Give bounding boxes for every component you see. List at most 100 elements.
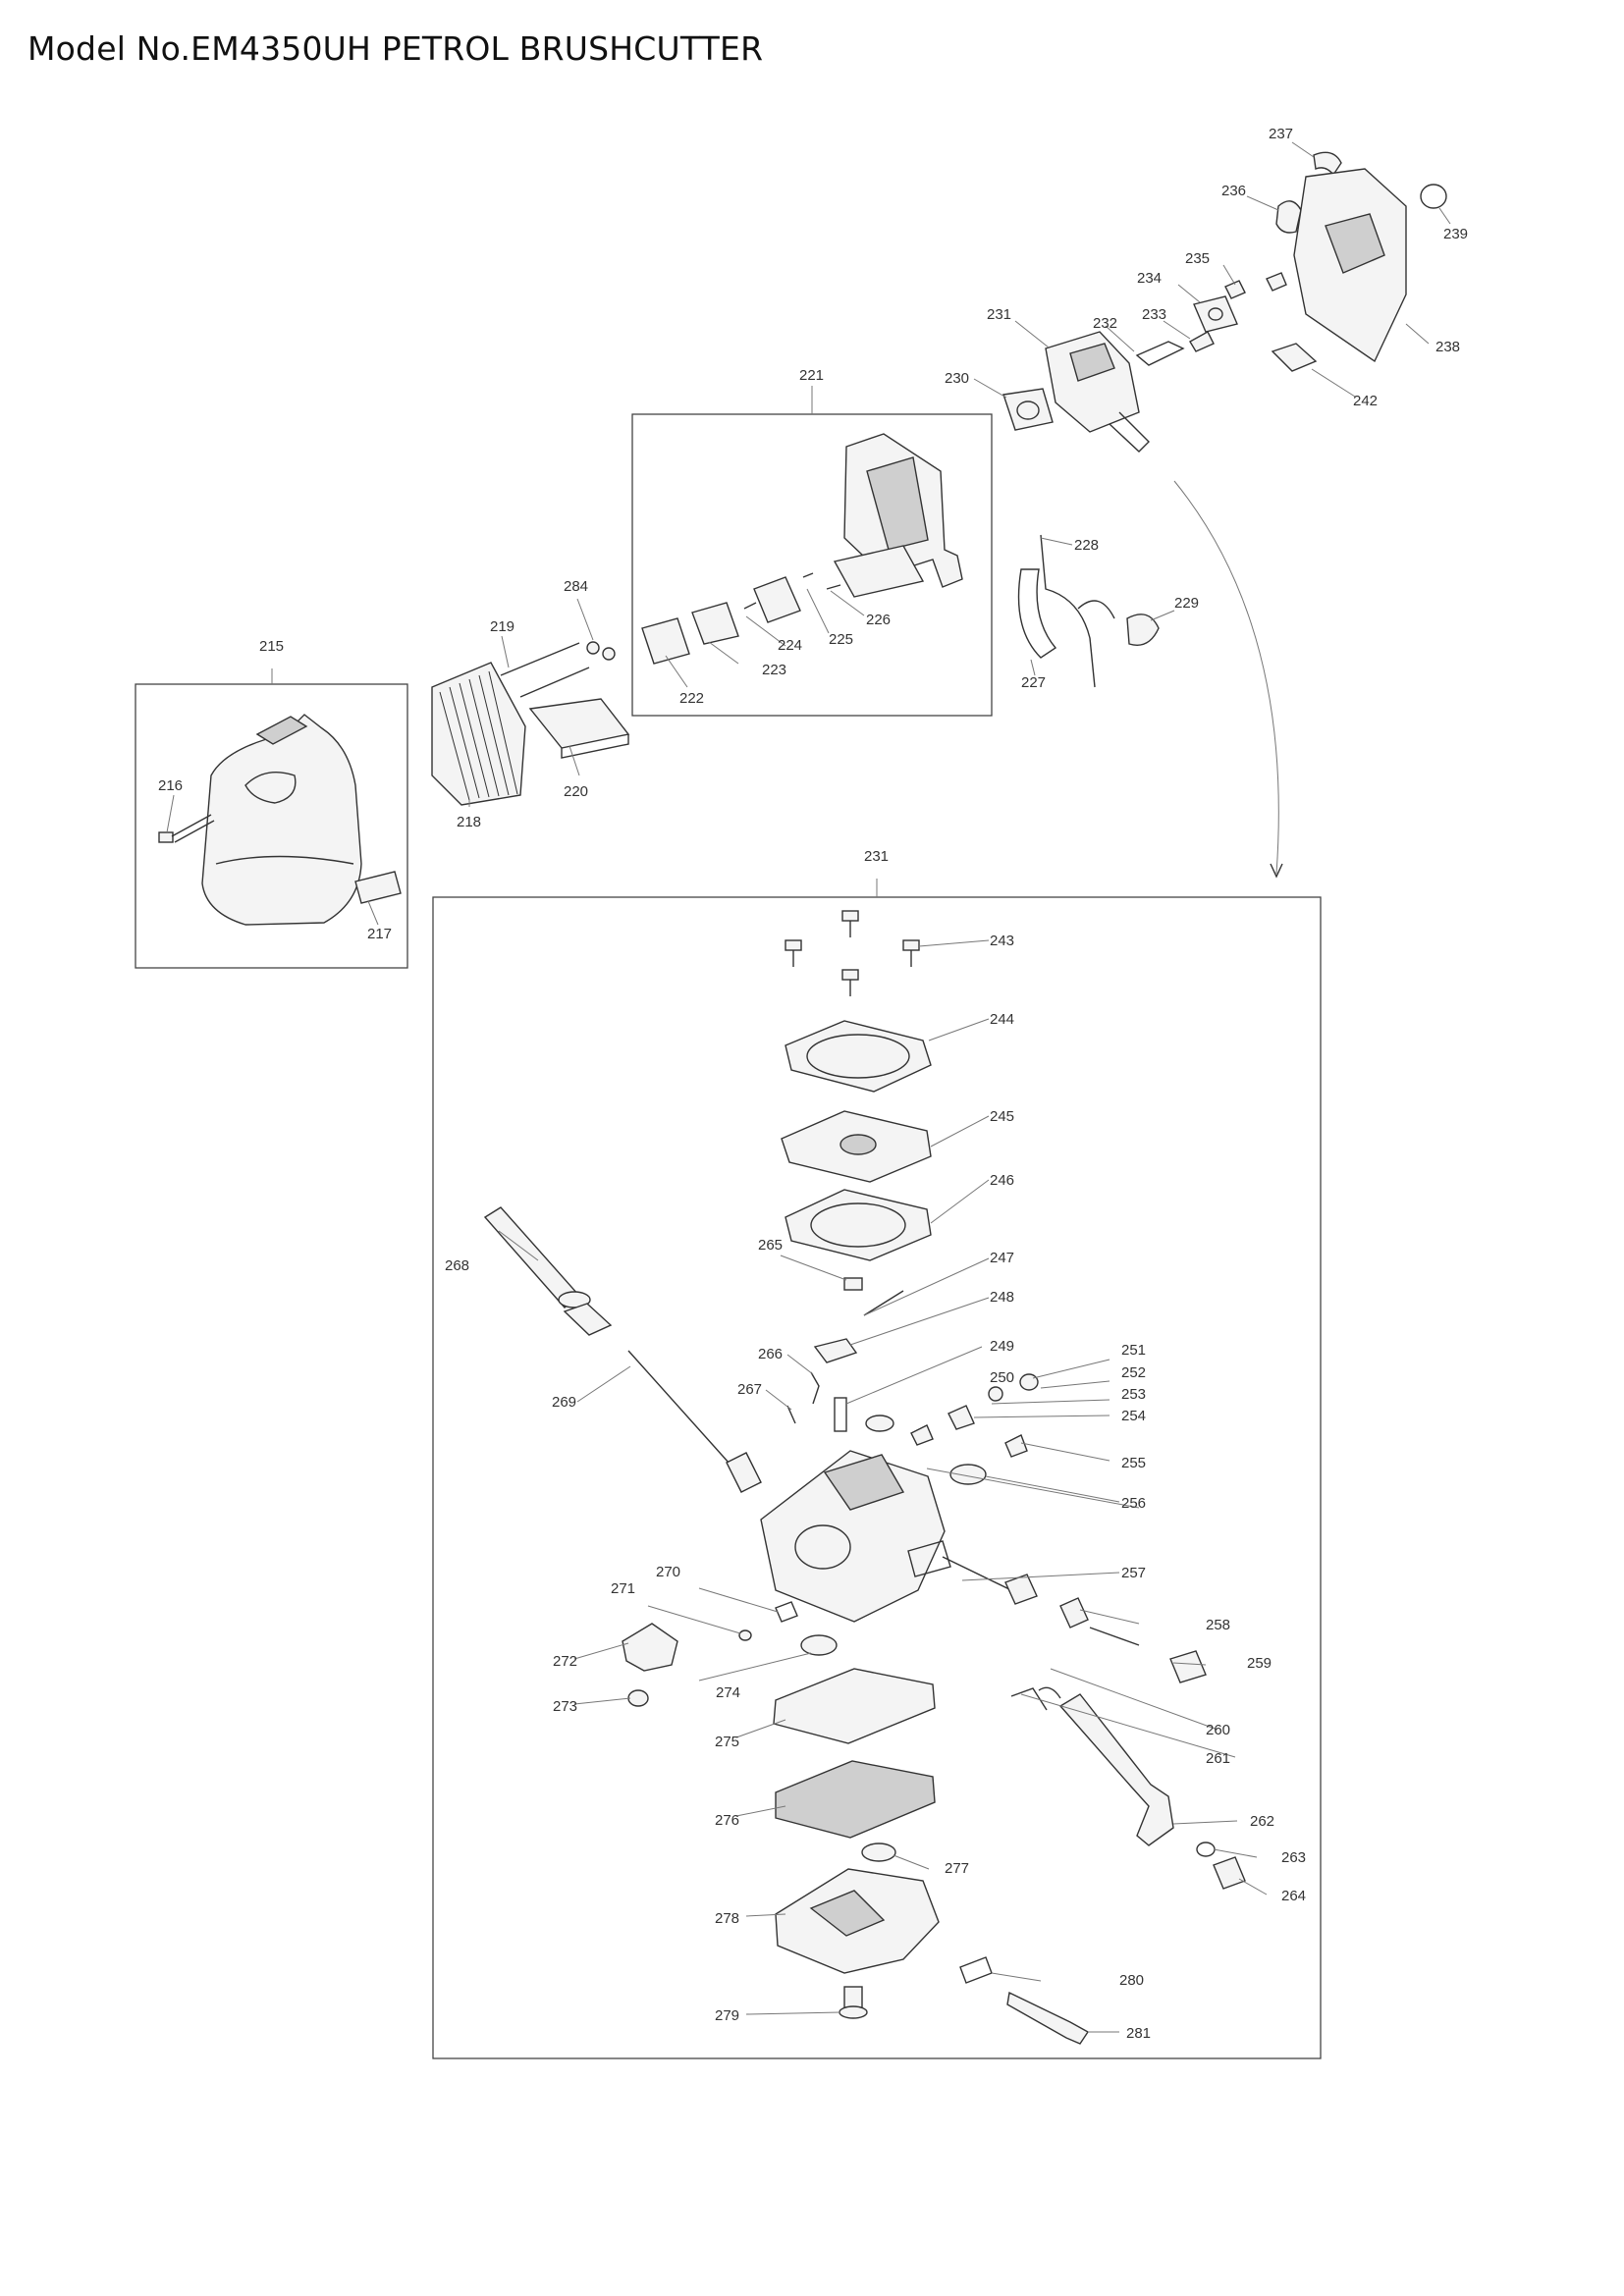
diaphragms-275-276 xyxy=(773,1668,936,1839)
callout-245: 245 xyxy=(990,1108,1014,1125)
callout-244: 244 xyxy=(990,1011,1014,1028)
carburetor-body xyxy=(760,1450,951,1623)
filter-pad-220 xyxy=(528,698,630,759)
callout-234: 234 xyxy=(1137,270,1162,287)
callout-243: 243 xyxy=(990,933,1014,949)
callout-216: 216 xyxy=(158,777,183,794)
callout-219: 219 xyxy=(490,618,514,635)
callout-217: 217 xyxy=(367,926,392,942)
callout-242: 242 xyxy=(1353,393,1378,409)
callout-259: 259 xyxy=(1247,1655,1272,1672)
callout-281: 281 xyxy=(1126,2025,1151,2042)
callout-275: 275 xyxy=(715,1734,739,1750)
bolt-219 xyxy=(500,642,590,698)
callout-246: 246 xyxy=(990,1172,1014,1189)
callout-222: 222 xyxy=(679,690,704,707)
callout-254: 254 xyxy=(1121,1408,1146,1424)
shaft-268-269 xyxy=(483,1206,762,1493)
callout-255: 255 xyxy=(1121,1455,1146,1471)
throttle-lever-261-262 xyxy=(1010,1686,1174,1846)
foam-217 xyxy=(354,871,402,904)
callout-256: 256 xyxy=(1121,1495,1146,1512)
callout-225: 225 xyxy=(829,631,853,648)
callout-270: 270 xyxy=(656,1564,680,1580)
callout-235: 235 xyxy=(1185,250,1210,267)
callout-252: 252 xyxy=(1121,1364,1146,1381)
callout-264: 264 xyxy=(1281,1888,1306,1904)
parts-222-226 xyxy=(641,572,841,665)
tubes-227-228 xyxy=(1017,534,1115,688)
callout-239: 239 xyxy=(1443,226,1468,242)
intake-238 xyxy=(1293,168,1407,363)
screw-233 xyxy=(1189,331,1215,352)
callout-238: 238 xyxy=(1435,339,1460,355)
callout-249: 249 xyxy=(990,1338,1014,1355)
callout-227: 227 xyxy=(1021,674,1046,691)
callout-265: 265 xyxy=(758,1237,783,1254)
callout-221: 221 xyxy=(799,367,824,384)
callout-220: 220 xyxy=(564,783,588,800)
callout-248: 248 xyxy=(990,1289,1014,1306)
callout-224: 224 xyxy=(778,637,802,654)
callout-280: 280 xyxy=(1119,1972,1144,1989)
callout-231-detail: 231 xyxy=(864,848,889,865)
screws-243 xyxy=(785,910,920,996)
callout-232: 232 xyxy=(1093,315,1117,332)
callout-250: 250 xyxy=(990,1369,1014,1386)
callout-226: 226 xyxy=(866,612,891,628)
callout-274: 274 xyxy=(716,1684,740,1701)
callout-278: 278 xyxy=(715,1910,739,1927)
gasket-234 xyxy=(1193,295,1238,333)
callout-272: 272 xyxy=(553,1653,577,1670)
nozzle-263-264 xyxy=(1196,1842,1246,1890)
callout-labels: 237 236 239 235 234 233 232 231 230 238 … xyxy=(158,126,1468,2042)
callout-218: 218 xyxy=(457,814,481,830)
page-title: Model No.EM4350UH PETROL BRUSHCUTTER xyxy=(27,29,764,68)
o-ring-239 xyxy=(1420,184,1447,209)
callout-260: 260 xyxy=(1206,1722,1230,1738)
screw-216 xyxy=(158,814,215,843)
cover-277-278 xyxy=(775,1842,940,1974)
callout-273: 273 xyxy=(553,1698,577,1715)
callout-237: 237 xyxy=(1269,126,1293,142)
leader-lines xyxy=(166,141,1451,2033)
callout-266: 266 xyxy=(758,1346,783,1362)
callout-253: 253 xyxy=(1121,1386,1146,1403)
gaskets-244-246 xyxy=(781,1020,932,1261)
callout-257: 257 xyxy=(1121,1565,1146,1581)
rod-232 xyxy=(1135,341,1185,366)
callout-268: 268 xyxy=(445,1257,469,1274)
screw-spring-279-281 xyxy=(839,1956,1090,2045)
primer-229 xyxy=(1126,614,1160,646)
callout-276: 276 xyxy=(715,1812,739,1829)
callout-247: 247 xyxy=(990,1250,1014,1266)
callout-229: 229 xyxy=(1174,595,1199,612)
callout-231-top: 231 xyxy=(987,306,1011,323)
callout-251: 251 xyxy=(1121,1342,1146,1359)
cover-215 xyxy=(201,714,362,926)
gasket-230 xyxy=(1002,388,1054,431)
callout-215: 215 xyxy=(259,638,284,655)
pump-parts-247-256 xyxy=(786,1277,1039,1485)
callout-263: 263 xyxy=(1281,1849,1306,1866)
callout-228: 228 xyxy=(1074,537,1099,554)
callout-277: 277 xyxy=(945,1860,969,1877)
carburetor-231 xyxy=(1045,331,1150,453)
bolt-235 xyxy=(1224,272,1287,299)
filter-218 xyxy=(431,662,526,806)
callout-233: 233 xyxy=(1142,306,1166,323)
callout-267: 267 xyxy=(737,1381,762,1398)
callout-261: 261 xyxy=(1206,1750,1230,1767)
callout-271: 271 xyxy=(611,1580,635,1597)
washer-284 xyxy=(586,641,616,661)
callout-284: 284 xyxy=(564,578,588,595)
elbow-237 xyxy=(1313,151,1342,177)
callout-230: 230 xyxy=(945,370,969,387)
callout-262: 262 xyxy=(1250,1813,1274,1830)
small-parts-270-274 xyxy=(622,1601,838,1707)
case-221 xyxy=(833,433,963,598)
callout-279: 279 xyxy=(715,2007,739,2024)
needles-257-259 xyxy=(942,1556,1207,1683)
callout-236: 236 xyxy=(1221,183,1246,199)
